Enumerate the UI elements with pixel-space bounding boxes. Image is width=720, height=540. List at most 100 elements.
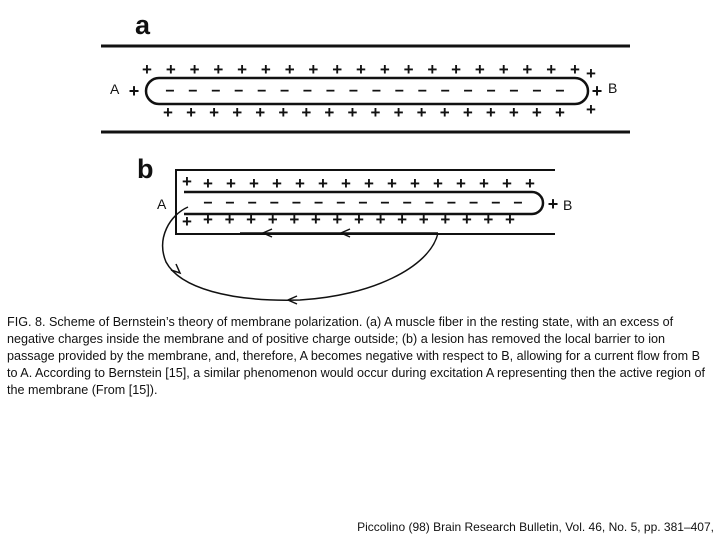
panel-a-end-charges: ++++ bbox=[129, 64, 603, 119]
charge-minus: − bbox=[358, 195, 367, 212]
charge-plus: + bbox=[301, 103, 311, 122]
charge-minus: − bbox=[403, 195, 412, 212]
current-flow-arrow-outer-bottom bbox=[286, 295, 298, 305]
panel-a-label-A: A bbox=[110, 81, 120, 97]
charge-minus: − bbox=[487, 83, 496, 100]
charge-plus: + bbox=[440, 103, 450, 122]
charge-minus: − bbox=[464, 83, 473, 100]
charge-plus: + bbox=[190, 60, 200, 79]
current-flow-arrow-outer-left bbox=[170, 263, 182, 275]
bernstein-membrane-diagram: a A B +++++++++++++++++++ −−−−−−−−−−−−−−… bbox=[101, 10, 630, 305]
charge-minus: − bbox=[292, 195, 301, 212]
charge-plus: + bbox=[483, 210, 493, 229]
panel-b-label: b bbox=[137, 154, 154, 184]
panel-b-boundary bbox=[175, 169, 555, 235]
charge-minus: − bbox=[418, 83, 427, 100]
charge-plus: + bbox=[255, 103, 265, 122]
charge-minus: − bbox=[441, 83, 450, 100]
charge-plus: + bbox=[586, 100, 596, 119]
charge-plus: + bbox=[332, 60, 342, 79]
charge-plus: + bbox=[463, 103, 473, 122]
charge-plus: + bbox=[209, 103, 219, 122]
charge-plus: + bbox=[354, 210, 364, 229]
charge-plus: + bbox=[404, 60, 414, 79]
charge-plus: + bbox=[522, 60, 532, 79]
panel-a-label-B: B bbox=[608, 80, 617, 96]
charge-plus: + bbox=[348, 103, 358, 122]
charge-plus: + bbox=[486, 103, 496, 122]
charge-plus: + bbox=[364, 174, 374, 193]
charge-plus: + bbox=[226, 174, 236, 193]
charge-plus: + bbox=[397, 210, 407, 229]
charge-minus: − bbox=[234, 83, 243, 100]
charge-minus: − bbox=[314, 195, 323, 212]
charge-plus: + bbox=[318, 174, 328, 193]
panel-b-lesioned-fiber bbox=[184, 190, 545, 216]
charge-minus: − bbox=[349, 83, 358, 100]
charge-minus: − bbox=[513, 195, 522, 212]
charge-minus: − bbox=[203, 195, 212, 212]
charge-plus: + bbox=[237, 60, 247, 79]
charge-plus: + bbox=[311, 210, 321, 229]
charge-minus: − bbox=[225, 195, 234, 212]
charge-minus: − bbox=[509, 83, 518, 100]
charge-plus: + bbox=[268, 210, 278, 229]
charge-plus: + bbox=[213, 60, 223, 79]
citation: Piccolino (98) Brain Research Bulletin, … bbox=[357, 520, 714, 534]
charge-minus: − bbox=[336, 195, 345, 212]
charge-plus: + bbox=[456, 174, 466, 193]
charge-plus: + bbox=[289, 210, 299, 229]
charge-plus: + bbox=[225, 210, 235, 229]
charge-plus: + bbox=[427, 60, 437, 79]
charge-plus: + bbox=[410, 174, 420, 193]
panel-b-inner-charges: −−−−−−−−−−−−−−− bbox=[203, 195, 522, 212]
charge-plus: + bbox=[417, 103, 427, 122]
panel-a-muscle-fiber bbox=[144, 76, 590, 106]
charge-minus: − bbox=[469, 195, 478, 212]
charge-plus: + bbox=[433, 174, 443, 193]
panel-b-outer-charges-bottom: +++++++++++++++ bbox=[203, 210, 515, 229]
charge-minus: − bbox=[491, 195, 500, 212]
panel-b-label-A: A bbox=[157, 196, 167, 212]
charge-plus: + bbox=[570, 60, 580, 79]
charge-minus: − bbox=[372, 83, 381, 100]
charge-plus: + bbox=[387, 174, 397, 193]
charge-minus: − bbox=[326, 83, 335, 100]
charge-plus: + bbox=[394, 103, 404, 122]
panel-a-outer-charges-bottom: ++++++++++++++++++ bbox=[163, 103, 565, 122]
charge-plus: + bbox=[419, 210, 429, 229]
charge-plus: + bbox=[555, 103, 565, 122]
charge-plus: + bbox=[341, 174, 351, 193]
charge-plus: + bbox=[163, 103, 173, 122]
charge-plus: + bbox=[479, 174, 489, 193]
panel-b-outer-charges-top: +++++++++++++++ bbox=[203, 174, 535, 193]
charge-plus: + bbox=[376, 210, 386, 229]
charge-plus: + bbox=[502, 174, 512, 193]
charge-plus: + bbox=[475, 60, 485, 79]
charge-plus: + bbox=[203, 210, 213, 229]
charge-plus: + bbox=[548, 194, 559, 214]
charge-plus: + bbox=[261, 60, 271, 79]
panel-a-outer-charges-top: +++++++++++++++++++ bbox=[142, 60, 580, 79]
panel-b-label-B: B bbox=[563, 197, 572, 213]
charge-plus: + bbox=[186, 103, 196, 122]
charge-plus: + bbox=[272, 174, 282, 193]
panel-b: b A B +++++++++++++++ −−−−−−−−−−−−−−− ++… bbox=[137, 154, 572, 305]
charge-plus: + bbox=[546, 60, 556, 79]
charge-plus: + bbox=[592, 81, 603, 101]
charge-minus: − bbox=[165, 83, 174, 100]
charge-plus: + bbox=[232, 103, 242, 122]
charge-plus: + bbox=[356, 60, 366, 79]
charge-minus: − bbox=[211, 83, 220, 100]
charge-plus: + bbox=[332, 210, 342, 229]
charge-minus: − bbox=[425, 195, 434, 212]
panel-a-inner-charges: −−−−−−−−−−−−−−−−−− bbox=[165, 83, 564, 100]
charge-plus: + bbox=[249, 174, 259, 193]
charge-plus: + bbox=[440, 210, 450, 229]
panel-b-end-charges: +++ bbox=[182, 172, 558, 231]
panel-a: a A B +++++++++++++++++++ −−−−−−−−−−−−−−… bbox=[101, 10, 630, 134]
charge-minus: − bbox=[188, 83, 197, 100]
current-flow-arrow-inner-1 bbox=[339, 228, 351, 238]
charge-plus: + bbox=[380, 60, 390, 79]
charge-minus: − bbox=[270, 195, 279, 212]
